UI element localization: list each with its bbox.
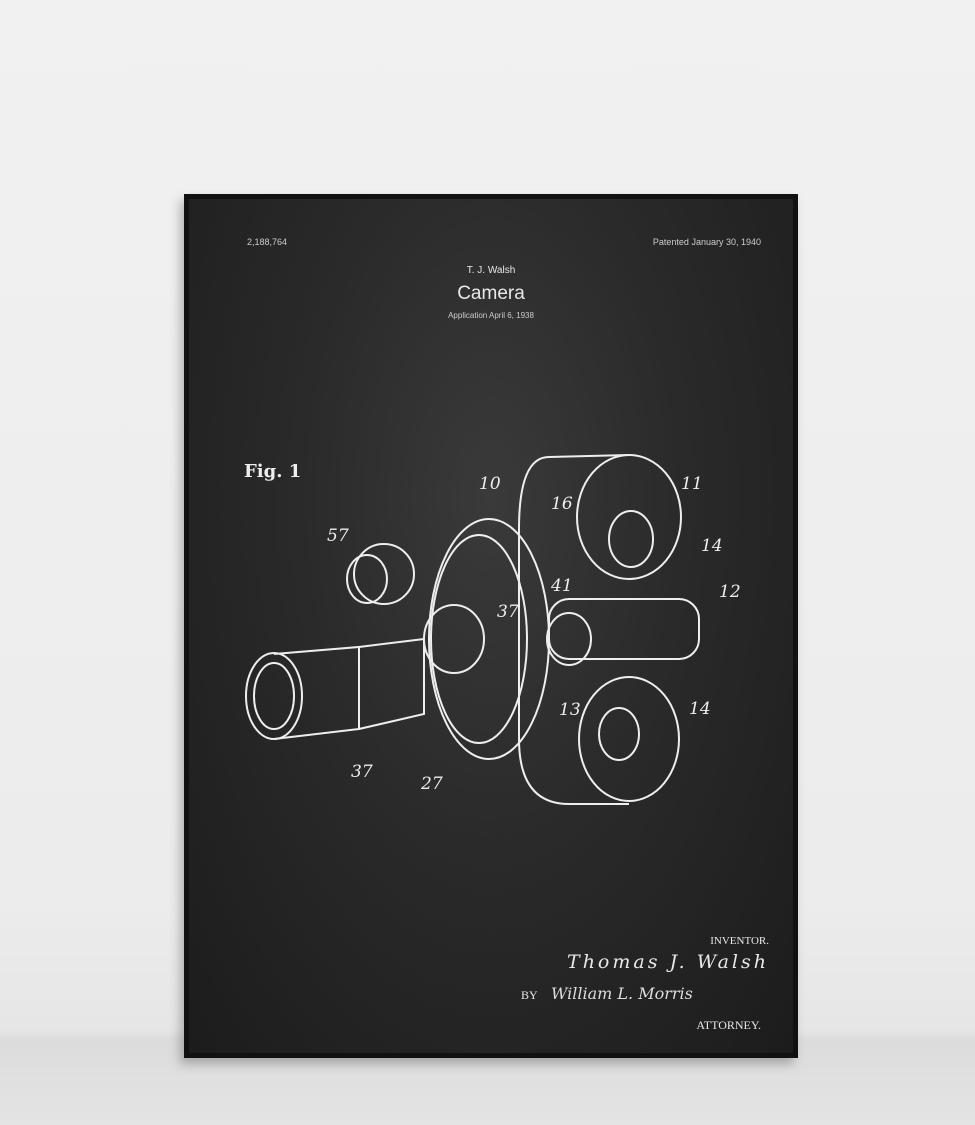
patent-date: Patented January 30, 1940 [652,237,761,247]
application-date: Application April 6, 1938 [448,311,534,320]
poster-title: Camera [457,283,525,304]
part-label: 13 [559,700,581,720]
part-label: 11 [681,474,703,494]
inventor-label: INVENTOR. [710,935,769,947]
patent-number: 2,188,764 [247,237,288,247]
part-label: 41 [550,576,573,596]
attorney-label: ATTORNEY. [696,1018,761,1032]
part-label: 12 [719,582,741,602]
part-label: 16 [551,494,573,514]
inventor-signature: Thomas J. Walsh [567,951,769,973]
figure-label: Fig. 1 [244,461,301,482]
part-label: 27 [420,774,443,794]
part-label: 14 [689,699,711,719]
camera-drawing: Fig. 1 10 11 16 14 57 12 37 41 13 14 37 [244,454,741,805]
inventor-name: T. J. Walsh [466,265,516,276]
part-label: 14 [701,536,723,556]
part-label: 10 [479,474,501,494]
attorney-signature: William L. Morris [551,984,693,1003]
part-label: 37 [351,762,373,782]
part-label: 37 [497,602,519,622]
patent-poster: 2,188,764 Patented January 30, 1940 T. J… [189,199,793,1053]
by-label: BY [521,988,538,1002]
part-label: 57 [327,526,349,546]
poster-frame: 2,188,764 Patented January 30, 1940 T. J… [184,194,798,1058]
